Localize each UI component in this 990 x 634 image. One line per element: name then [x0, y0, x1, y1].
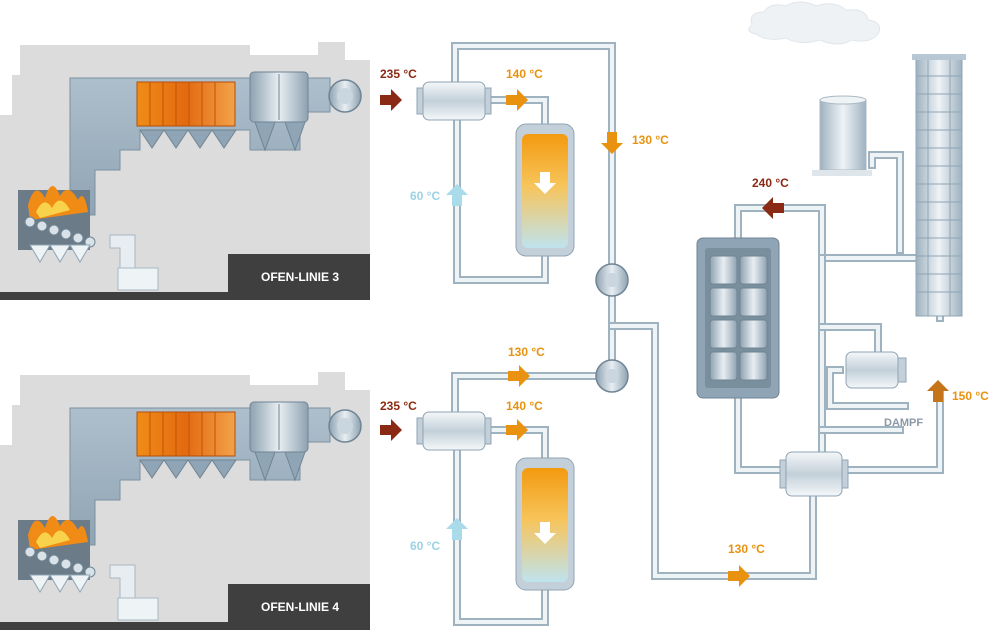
- return-arrow-icon: [601, 132, 623, 154]
- line4-exhaust-temp: 235 °C: [380, 399, 417, 413]
- pump-upper: [595, 263, 629, 297]
- oven-line-3: OFEN-LINIE 3: [0, 42, 370, 300]
- grate-rollers: [24, 546, 96, 578]
- supply-arrow-icon: [728, 565, 750, 587]
- heat-storage-tank-3: [515, 123, 575, 257]
- grate-rollers: [24, 216, 96, 248]
- flue-gas-heat-exchanger-3: [416, 81, 492, 121]
- ash-hoppers: [139, 129, 237, 149]
- hot-water-arrow-icon: [506, 419, 528, 441]
- cold-return-arrow-icon: [446, 184, 468, 206]
- cold-return-arrow-icon: [446, 518, 468, 540]
- chimney-stack: [912, 54, 966, 317]
- oven-line-label-box: [228, 254, 370, 300]
- oven-line-label: OFEN-LINIE 3: [261, 270, 339, 284]
- feedwater-heat-exchanger: [779, 451, 849, 497]
- stack-temp: 150 °C: [952, 389, 989, 403]
- line4-return-temp: 60 °C: [410, 539, 440, 553]
- flue-gas-heat-exchanger-4: [416, 411, 492, 451]
- boiler-tubes: [149, 82, 216, 126]
- steam-label: DAMPF: [884, 417, 923, 429]
- stack-arrow-icon: [927, 380, 949, 402]
- steam-out-arrow-icon: [762, 197, 784, 219]
- line3-exhaust-temp: 235 °C: [380, 67, 417, 81]
- loop-bottom-temp: 130 °C: [728, 542, 765, 556]
- steam-cloud: [748, 1, 881, 45]
- pump-lower: [595, 359, 629, 393]
- line3-return-temp: 60 °C: [410, 189, 440, 203]
- supply-arrow-icon: [508, 365, 530, 387]
- oven-line-label-box: [228, 584, 370, 630]
- ash-hoppers: [139, 459, 237, 479]
- boiler-tubes: [149, 412, 216, 456]
- line4-outlet-temp: 140 °C: [506, 399, 543, 413]
- boiler-heating-surface: [136, 411, 236, 457]
- oven-line-label: OFEN-LINIE 4: [261, 600, 339, 614]
- loop-supply-temp-2: 130 °C: [508, 345, 545, 359]
- evaporator-unit: [696, 237, 780, 399]
- condensate-tank: [812, 95, 872, 176]
- loop-return-temp-1: 130 °C: [632, 133, 669, 147]
- flue-gas-arrow-icon: [380, 419, 402, 441]
- oven-line-4: OFEN-LINIE 4: [0, 372, 370, 630]
- boiler-heating-surface: [136, 81, 236, 127]
- steam-heat-exchanger: [845, 351, 907, 389]
- hot-water-arrow-icon: [506, 89, 528, 111]
- line3-outlet-temp: 140 °C: [506, 67, 543, 81]
- evaporator-outlet-temp: 240 °C: [752, 176, 789, 190]
- flue-gas-arrow-icon: [380, 89, 402, 111]
- heat-storage-tank-4: [515, 457, 575, 591]
